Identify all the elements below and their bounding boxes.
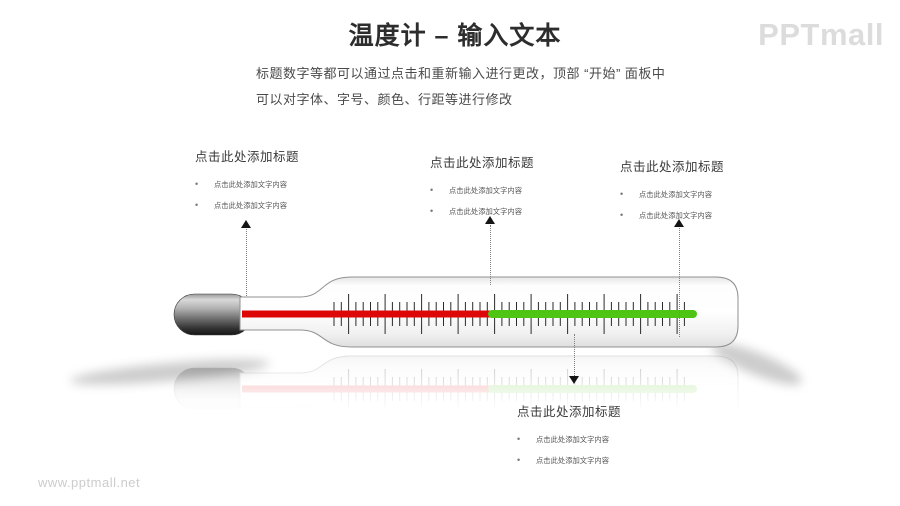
bullet-icon: • — [195, 178, 199, 189]
description-line-1: 标题数字等都可以通过点击和重新输入进行更改，顶部 “开始” 面板中 — [256, 66, 666, 81]
tube-end-shadow — [712, 343, 802, 385]
placeholder-group-top-left: 点击此处添加标题 • 点击此处添加文字内容 • 点击此处添加文字内容 — [195, 146, 314, 215]
page-title: 温度计 – 输入文本 — [348, 22, 562, 50]
bullet-icon: • — [620, 188, 624, 199]
placeholder-item-text: 点击此处添加文字内容 — [449, 207, 522, 216]
connector-line-middle — [490, 225, 491, 285]
placeholder-item[interactable]: • 点击此处添加文字内容 — [430, 179, 549, 200]
watermark: www.pptmall.net — [38, 475, 141, 490]
bulb-shadow — [70, 359, 270, 385]
placeholder-item[interactable]: • 点击此处添加文字内容 — [620, 204, 739, 225]
arrow-up-icon — [485, 216, 495, 224]
mercury-red-segment — [242, 310, 490, 318]
bullet-icon: • — [517, 454, 521, 465]
placeholder-item-text: 点击此处添加文字内容 — [214, 201, 287, 210]
placeholder-item-text: 点击此处添加文字内容 — [536, 456, 609, 465]
placeholder-item-text: 点击此处添加文字内容 — [639, 211, 712, 220]
placeholder-item[interactable]: • 点击此处添加文字内容 — [517, 449, 636, 470]
bullet-icon: • — [620, 209, 624, 220]
bullet-icon: • — [195, 199, 199, 210]
mercury-green-segment — [488, 310, 697, 318]
connector-line-bottom — [574, 334, 575, 376]
arrow-down-icon — [569, 376, 579, 384]
connector-line-left — [246, 229, 247, 296]
placeholder-item-text: 点击此处添加文字内容 — [536, 435, 609, 444]
placeholder-group-top-right: 点击此处添加标题 • 点击此处添加文字内容 • 点击此处添加文字内容 — [620, 156, 739, 225]
connector-line-right — [679, 228, 680, 337]
arrow-up-icon — [674, 219, 684, 227]
arrow-up-icon — [241, 220, 251, 228]
placeholder-title[interactable]: 点击此处添加标题 — [620, 160, 725, 174]
placeholder-title[interactable]: 点击此处添加标题 — [430, 156, 535, 170]
bullet-icon: • — [430, 205, 434, 216]
placeholder-item[interactable]: • 点击此处添加文字内容 — [517, 428, 636, 449]
pptmall-logo: PPTmall — [758, 17, 884, 52]
placeholder-title[interactable]: 点击此处添加标题 — [195, 150, 300, 164]
bullet-icon: • — [517, 433, 521, 444]
placeholder-item[interactable]: • 点击此处添加文字内容 — [195, 194, 314, 215]
placeholder-item[interactable]: • 点击此处添加文字内容 — [620, 183, 739, 204]
placeholder-item-text: 点击此处添加文字内容 — [639, 190, 712, 199]
placeholder-item[interactable]: • 点击此处添加文字内容 — [195, 173, 314, 194]
placeholder-group-top-middle: 点击此处添加标题 • 点击此处添加文字内容 • 点击此处添加文字内容 — [430, 152, 549, 221]
description-line-2: 可以对字体、字号、颜色、行距等进行修改 — [256, 92, 513, 107]
bullet-icon: • — [430, 184, 434, 195]
thermometer-graphic — [70, 276, 802, 427]
placeholder-item-text: 点击此处添加文字内容 — [449, 186, 522, 195]
placeholder-item-text: 点击此处添加文字内容 — [214, 180, 287, 189]
slide-description: 标题数字等都可以通过点击和重新输入进行更改，顶部 “开始” 面板中 可以对字体、… — [256, 61, 665, 113]
placeholder-item[interactable]: • 点击此处添加文字内容 — [430, 200, 549, 221]
